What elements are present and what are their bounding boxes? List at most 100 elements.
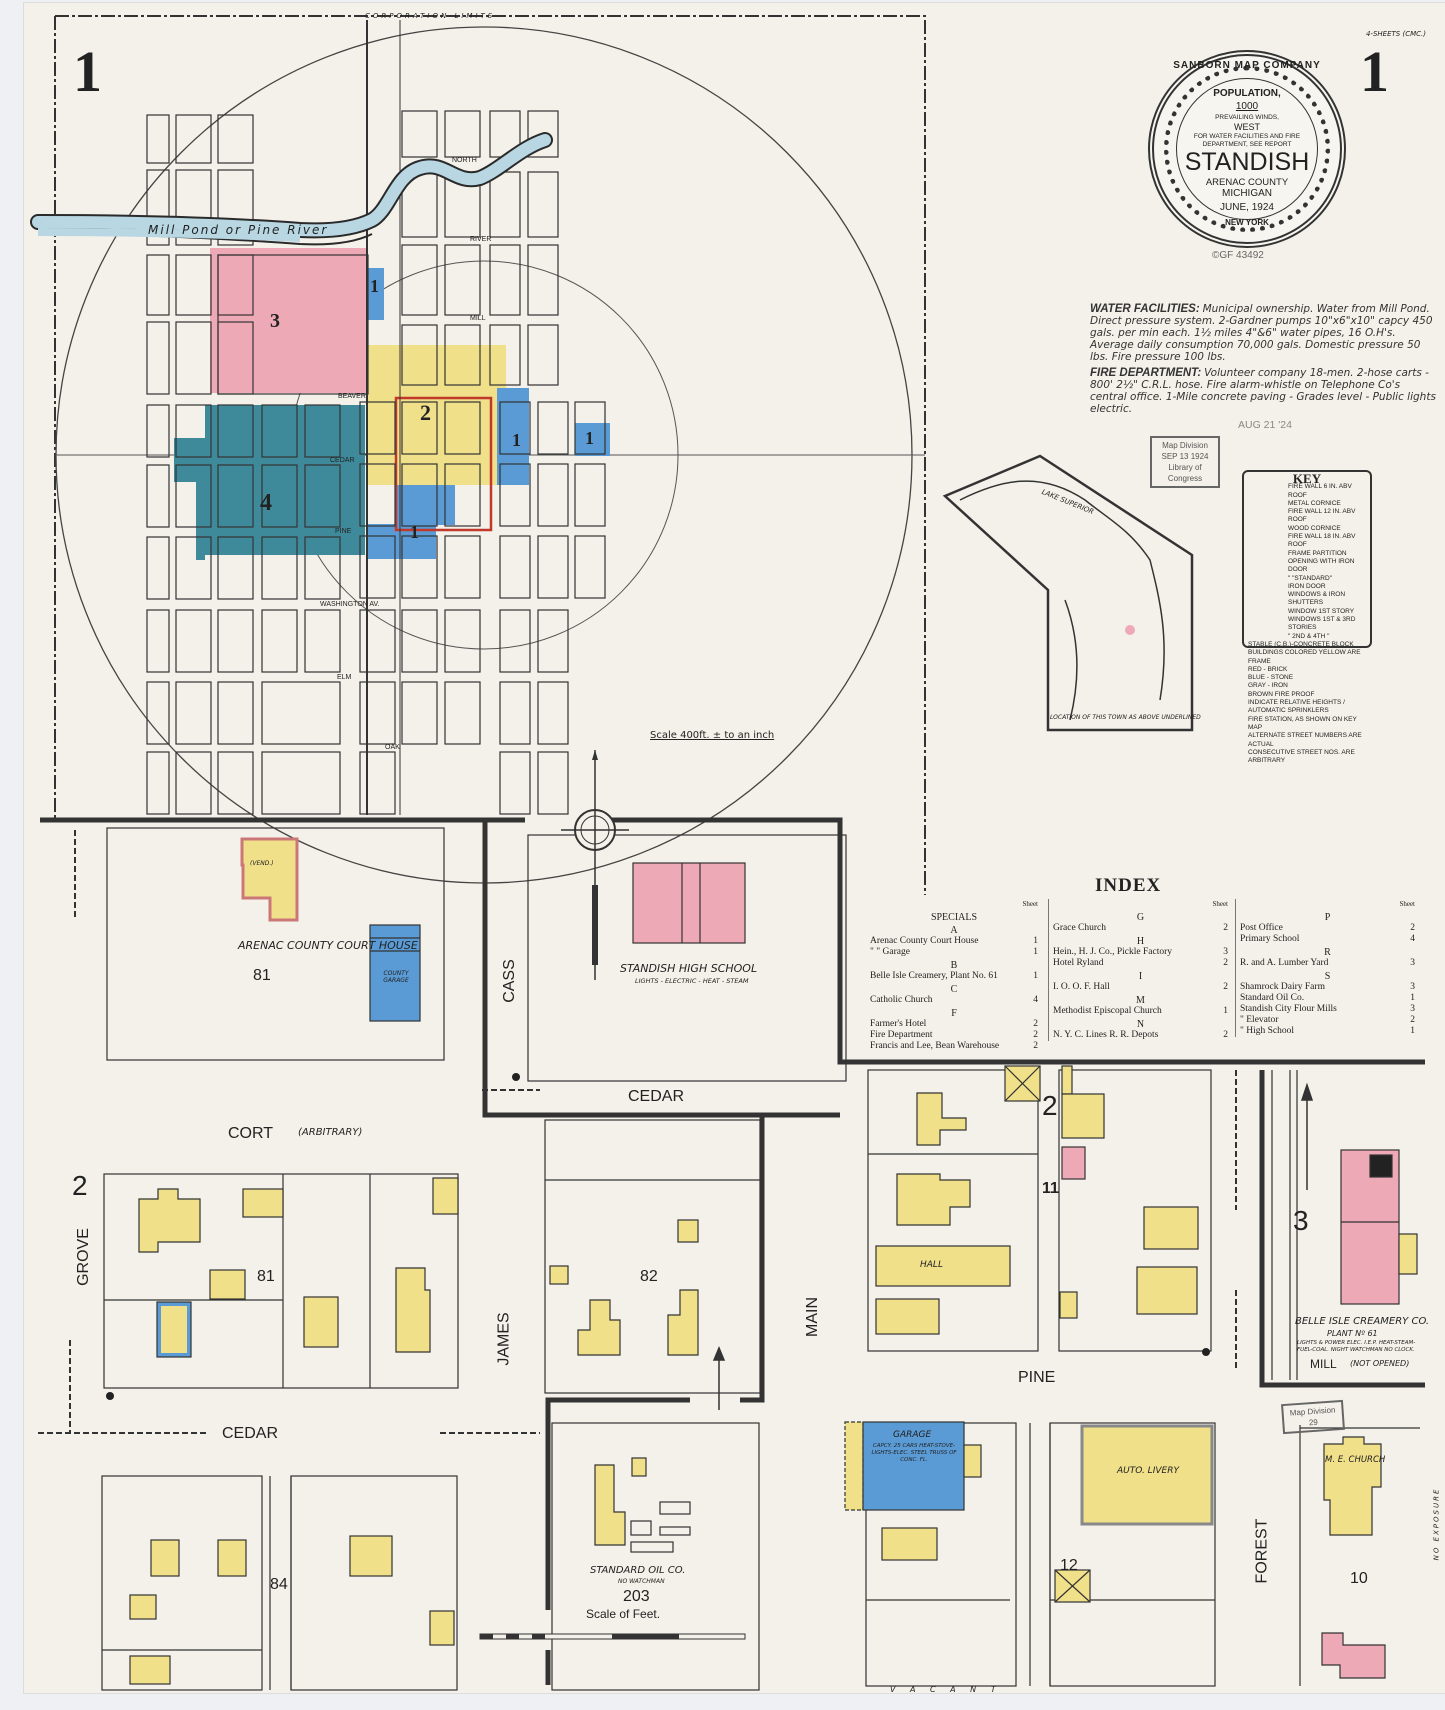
county-garage-label: COUNTY GARAGE: [383, 970, 409, 984]
key-line: BLUE - STONE: [1248, 674, 1294, 682]
seal-state: MICHIGAN: [1222, 188, 1272, 199]
index-entry-sheet: 3: [1410, 982, 1415, 992]
seal-water-ref1: FOR WATER FACILITIES AND FIRE: [1193, 133, 1301, 140]
block-82-number: 82: [640, 1268, 658, 1285]
street-elm: ELM: [337, 674, 352, 681]
river: [32, 134, 551, 237]
key-line: OPENING WITH IRON DOOR: [1288, 557, 1355, 574]
index-entry-sheet: 2: [1223, 1030, 1228, 1040]
key-line: METAL CORNICE: [1288, 499, 1341, 507]
sheet-3-marker: 3: [270, 310, 280, 332]
water-pipes: [38, 830, 1237, 1434]
index-entry-sheet: 2: [1033, 1041, 1038, 1051]
key-line: ALTERNATE STREET NUMBERS ARE ACTUAL: [1248, 732, 1362, 748]
garage-sub: CAPCY. 25 CARS HEAT-STOVE-LIGHTS-ELEC. S…: [871, 1443, 957, 1463]
seal-winds-label: PREVAILING WINDS,: [1215, 114, 1279, 121]
key-line: RED - BRICK: [1248, 665, 1288, 673]
index-entry-name: Shamrock Dairy Farm: [1240, 982, 1325, 992]
sheet-1-marker: 1: [370, 276, 379, 296]
county-garage-building: [369, 924, 421, 1022]
standard-oil-sub: NO WATCHMAN: [618, 1578, 665, 1585]
key-line: FRAME PARTITION: [1288, 549, 1347, 557]
block-10-number: 10: [1350, 1570, 1368, 1587]
index-entry: Grace Church 2: [1053, 923, 1228, 934]
court-house-label: ARENAC COUNTY COURT HOUSE: [238, 939, 418, 952]
index-entry: Shamrock Dairy Farm 3: [1240, 982, 1415, 993]
block-203-number: 203: [623, 1588, 650, 1605]
index-entry-sheet: 1: [1223, 1006, 1228, 1016]
key-line: BUILDINGS COLORED YELLOW ARE FRAME: [1248, 649, 1361, 665]
copyright-code: ©GF 43492: [1212, 250, 1264, 261]
index-entry-name: Primary School: [1240, 934, 1300, 944]
index-entry: Hotel Ryland 2: [1053, 958, 1228, 969]
key-line: IRON DOOR: [1288, 582, 1326, 590]
sheet-2-detail-number: 2: [72, 1170, 88, 1201]
street-mill-not-opened: (NOT OPENED): [1350, 1359, 1410, 1368]
detail-block-borders: [40, 817, 1425, 1685]
key-line: BROWN FIRE PROOF: [1248, 690, 1315, 698]
key-line: FIRE WALL 12 IN. ABV ROOF: [1288, 508, 1356, 524]
index-entry-name: R. and A. Lumber Yard: [1240, 958, 1329, 968]
seal-city: NEW YORK: [1225, 218, 1269, 227]
index-entry-name: Grace Church: [1053, 923, 1107, 933]
fire-limits-outline: [394, 396, 493, 532]
street-james: JAMES: [495, 1312, 513, 1366]
high-school-label: STANDISH HIGH SCHOOL: [620, 962, 758, 975]
index-entry-sheet: 2: [1223, 923, 1228, 933]
seal-water-ref2: DEPARTMENT, SEE REPORT: [1202, 141, 1292, 148]
fire-text: Volunteer company 18-men. 2-hose carts -…: [1090, 367, 1436, 415]
scale-bottom-label: Scale of Feet.: [586, 1607, 661, 1621]
water-heading: WATER FACILITIES:: [1090, 303, 1200, 315]
high-school-sub: LIGHTS - ELECTRIC - HEAT - STEAM: [635, 977, 749, 985]
auto-garage: [209, 1269, 246, 1300]
street-cort-arbitrary: (ARBITRARY): [298, 1127, 363, 1138]
sheet-1-marker-2: 1: [585, 428, 594, 448]
water-text: Municipal ownership. Water from Mill Pon…: [1090, 303, 1433, 363]
index-letter: A: [950, 925, 958, 936]
seal-winds: WEST: [1234, 122, 1260, 132]
index-letter: F: [951, 1008, 957, 1019]
lot-lines: [101, 827, 1420, 1691]
sheet-3-area: [210, 248, 368, 393]
court-house-building: [240, 837, 299, 922]
street-beaver: BEAVER: [338, 393, 366, 400]
sheet-number-right: 1: [1360, 39, 1389, 104]
brick-dwelling: [1321, 1632, 1386, 1679]
index-entry-name: Belle Isle Creamery, Plant No. 61: [870, 971, 998, 981]
index-letter: P: [1324, 912, 1331, 923]
index-sheet-header: Sheet: [1022, 900, 1038, 908]
street-cort: CORT: [228, 1125, 274, 1142]
auto-livery-building: [1080, 1424, 1214, 1526]
sheet-2-area: [366, 345, 506, 485]
street-north: NORTH: [452, 157, 477, 164]
index-entry-sheet: 2: [1223, 958, 1228, 968]
auto-garage: [242, 1188, 284, 1218]
index-entry-sheet: 1: [1033, 936, 1038, 946]
key-line: INDICATE RELATIVE HEIGHTS / AUTOMATIC SP…: [1248, 699, 1345, 715]
block-12-number: 12: [1060, 1557, 1078, 1574]
auto-livery-label: AUTO. LIVERY: [1117, 1466, 1179, 1476]
inset-map-caption: LOCATION OF THIS TOWN AS ABOVE UNDERLINE…: [1050, 714, 1201, 721]
inset-michigan-map: [942, 454, 1194, 732]
index-letter: H: [1136, 936, 1145, 947]
dwelling: [395, 1267, 431, 1353]
sheet-4-area: [174, 405, 365, 560]
key-line: STABLE (C.B.)-CONCRETE BLOCK: [1248, 640, 1354, 648]
index-letter: SPECIALS: [930, 912, 978, 923]
creamery-desc: LIGHTS & POWER ELEC. I.E.P. HEAT-STEAM-F…: [1297, 1340, 1416, 1353]
index-entry-name: Hotel Ryland: [1053, 958, 1104, 968]
key-line: " "STANDARD": [1288, 574, 1332, 582]
block-81-number: 81: [257, 1268, 275, 1285]
dwelling: [303, 1296, 339, 1348]
